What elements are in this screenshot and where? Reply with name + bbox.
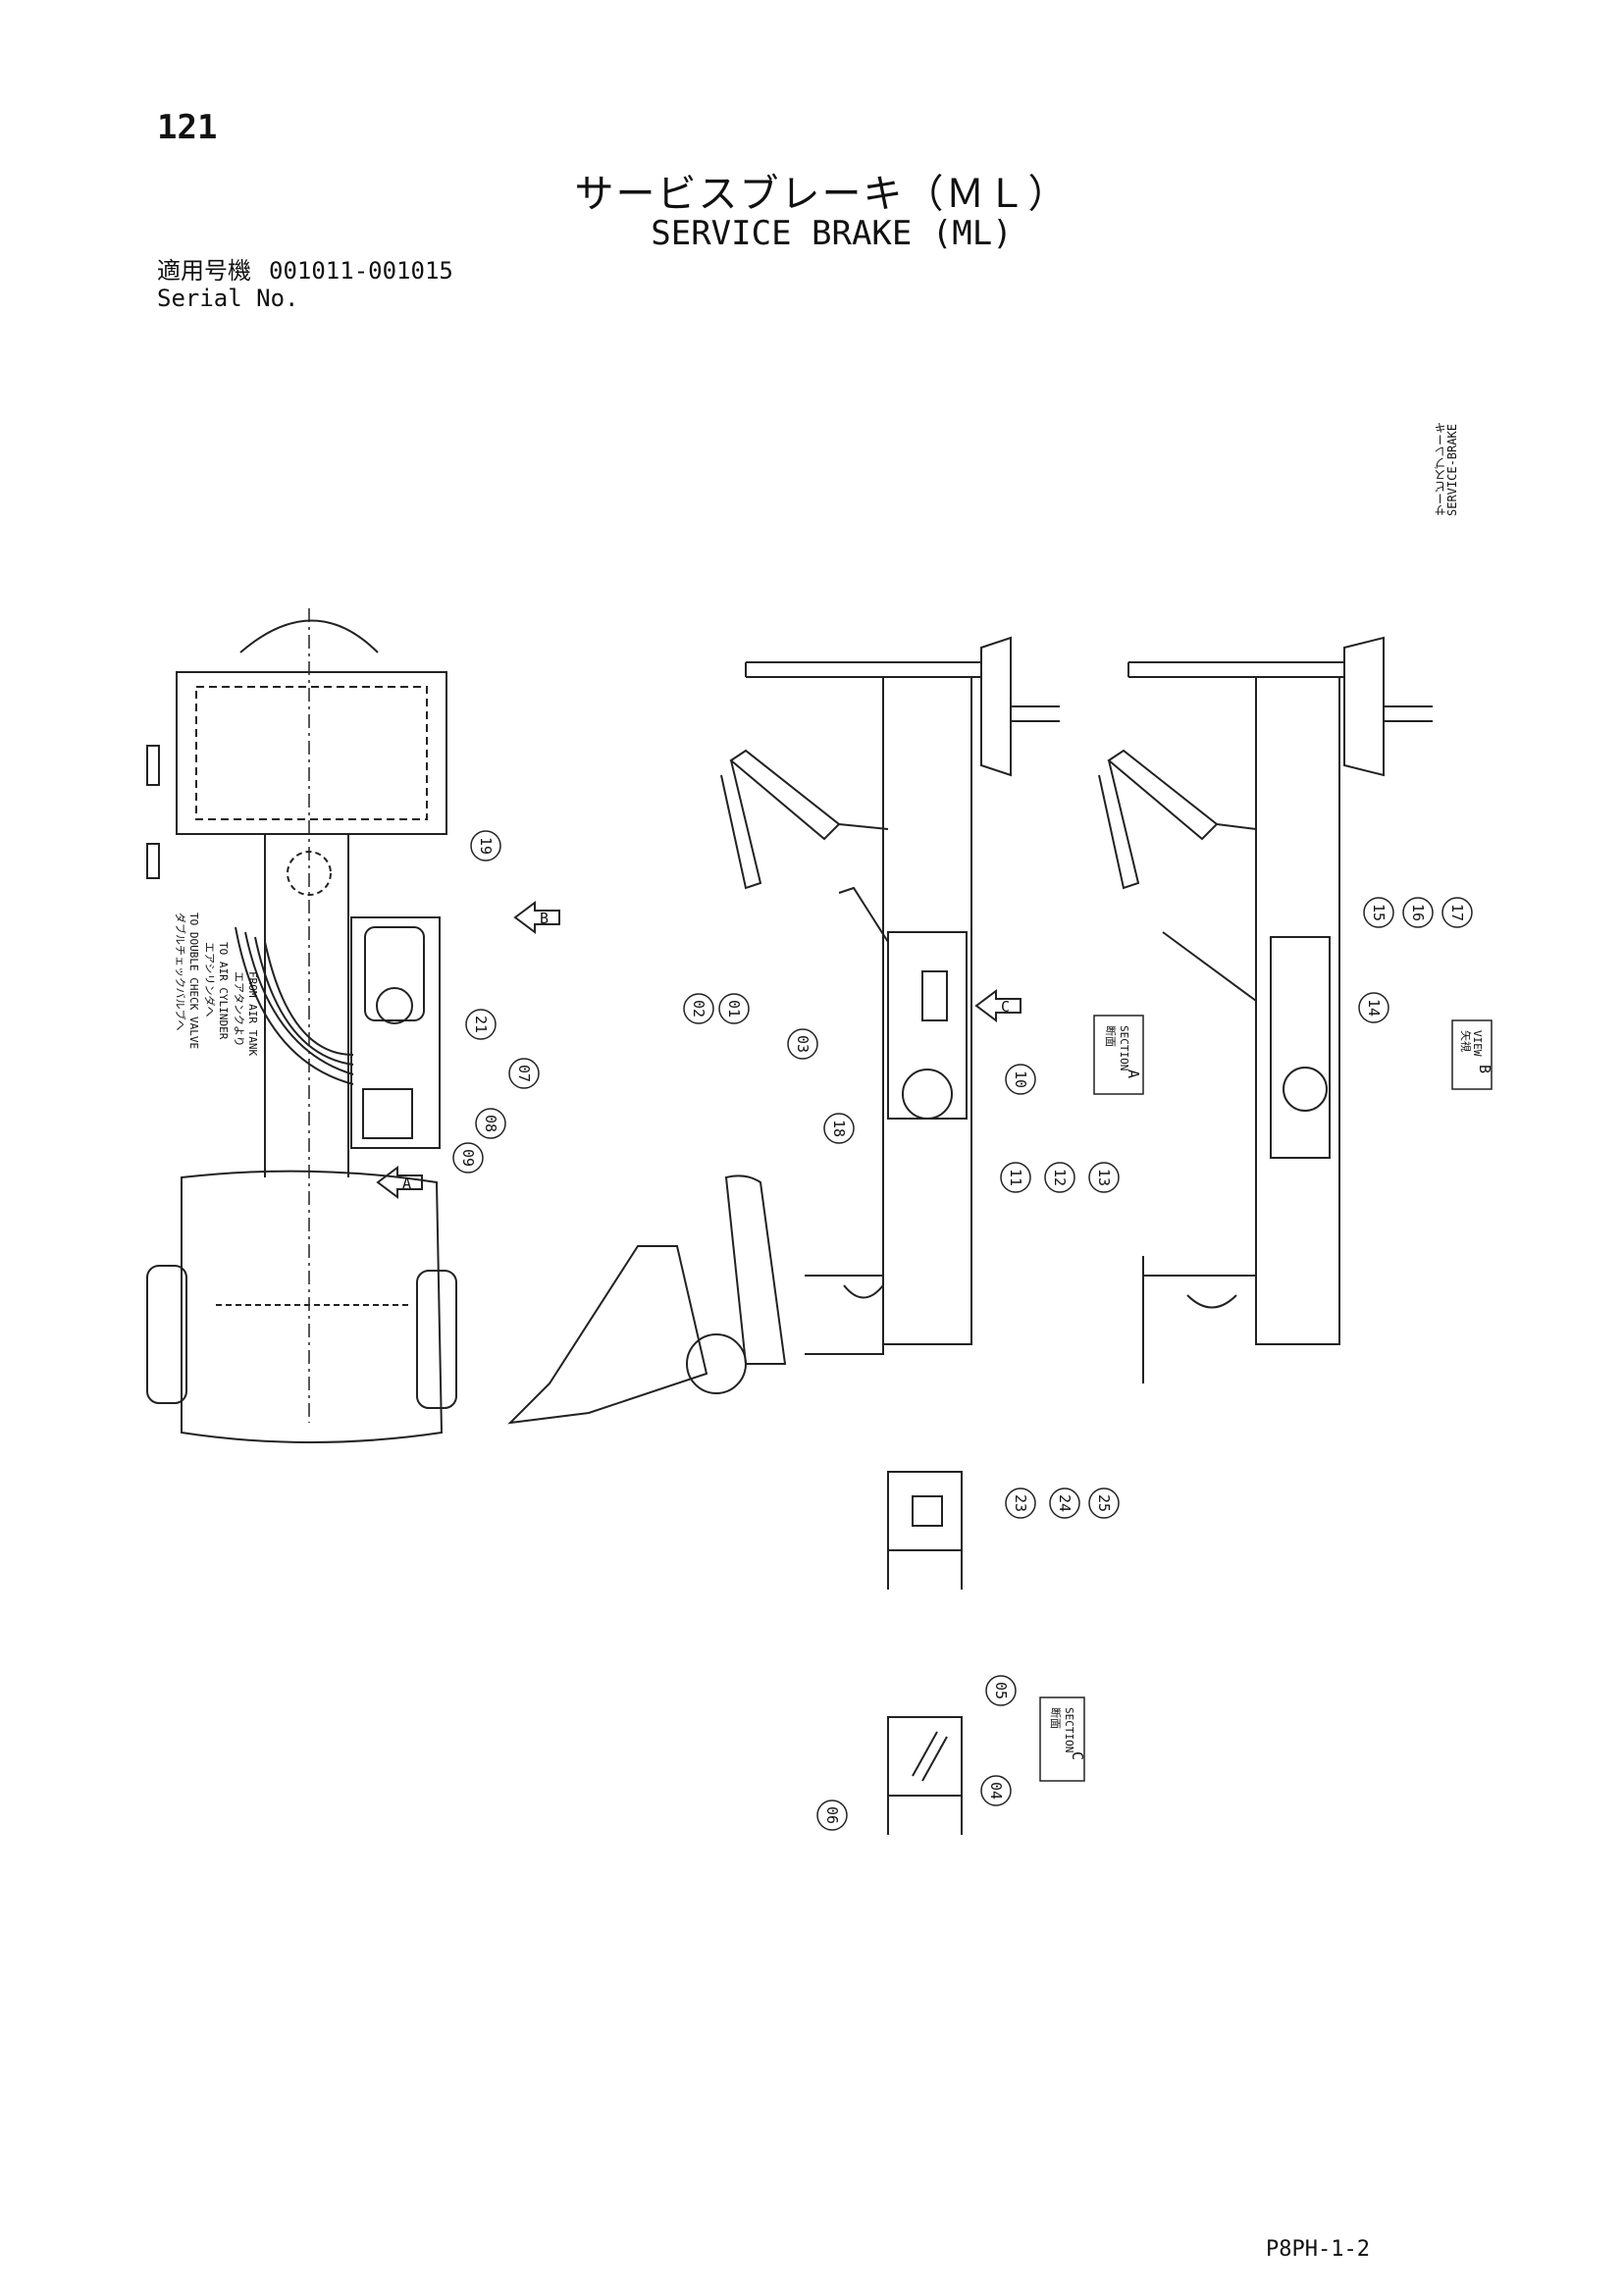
section-a-jp: 断面 bbox=[1104, 1025, 1118, 1047]
view-arrow-c bbox=[974, 989, 1022, 1022]
note-air-tank-jp: エアタンクより bbox=[233, 971, 245, 1047]
view-b-en: VIEW bbox=[1471, 1030, 1484, 1057]
callout-circle-08 bbox=[475, 1108, 506, 1139]
callout-number-01: 01 bbox=[725, 1000, 743, 1018]
section-a-label: 断面 SECTION A bbox=[1093, 1015, 1144, 1095]
section-c-jp: 断面 bbox=[1049, 1707, 1063, 1729]
callout-number-12: 12 bbox=[1051, 1169, 1069, 1186]
callout-number-10: 10 bbox=[1012, 1070, 1029, 1088]
callout-bubbles: 19 21 07 08 09 02 01 03 18 10 11 12 13 15 16 17 14 23 24 25… bbox=[452, 830, 1473, 1831]
note-double-check-jp: ダブルチェックバルブへ bbox=[174, 913, 187, 1030]
callout-number-08: 08 bbox=[482, 1115, 499, 1132]
note-air-tank-en: FROM AIR TANK bbox=[246, 971, 259, 1056]
callout-number-24: 24 bbox=[1056, 1494, 1074, 1512]
serial-range: 001011-001015 bbox=[269, 257, 453, 285]
callout-number-23: 23 bbox=[1012, 1494, 1029, 1512]
callout-number-07: 07 bbox=[515, 1065, 533, 1082]
section-c-label: 断面 SECTION C bbox=[1039, 1696, 1086, 1782]
detail-23-25-drawing bbox=[887, 1471, 963, 1590]
callout-circle-25 bbox=[1088, 1487, 1120, 1519]
section-a-letter: A bbox=[1125, 1070, 1142, 1078]
callout-number-11: 11 bbox=[1007, 1169, 1024, 1186]
callout-circle-02 bbox=[683, 993, 714, 1024]
callout-number-19: 19 bbox=[477, 837, 495, 855]
callout-number-21: 21 bbox=[472, 1016, 490, 1033]
callout-circle-07 bbox=[508, 1058, 540, 1089]
callout-number-02: 02 bbox=[690, 1000, 707, 1018]
callout-circle-01 bbox=[718, 993, 750, 1024]
plan-view-drawing bbox=[146, 608, 457, 1443]
callout-number-09: 09 bbox=[459, 1149, 477, 1167]
view-arrow-b bbox=[513, 901, 560, 934]
serial-number-block: 適用号機 001011-001015 Serial No. bbox=[157, 257, 471, 312]
callout-number-13: 13 bbox=[1095, 1169, 1113, 1186]
view-b-letter: B bbox=[1476, 1065, 1493, 1073]
callout-circle-04 bbox=[980, 1775, 1012, 1806]
callout-number-18: 18 bbox=[830, 1120, 848, 1137]
callout-number-25: 25 bbox=[1095, 1494, 1113, 1512]
detail-c-drawing bbox=[887, 1716, 963, 1835]
page-title-japanese: サービスブレーキ（ＭＬ） bbox=[574, 172, 1070, 217]
view-arrow-c-letter: C bbox=[1001, 998, 1010, 1016]
side-view-drawing bbox=[507, 636, 1060, 1425]
callout-circle-11 bbox=[1000, 1162, 1031, 1193]
callout-circle-18 bbox=[823, 1113, 855, 1144]
callout-number-15: 15 bbox=[1370, 904, 1388, 921]
view-b-drawing bbox=[1098, 636, 1433, 1383]
section-a-en: SECTION bbox=[1118, 1025, 1130, 1070]
callout-number-05: 05 bbox=[992, 1682, 1010, 1699]
serial-label-english: Serial No. bbox=[157, 285, 299, 312]
left-routing-notes: ダブルチェックバルブへ TO DOUBLE CHECK VALVE エアシリンダ… bbox=[174, 913, 259, 1056]
note-double-check-en: TO DOUBLE CHECK VALVE bbox=[187, 913, 200, 1049]
callout-circle-19 bbox=[470, 830, 501, 861]
note-air-cylinder-jp: エアシリンダへ bbox=[203, 942, 217, 1018]
callout-circle-05 bbox=[985, 1675, 1017, 1706]
page-number: 121 bbox=[157, 108, 218, 147]
callout-circle-10 bbox=[1005, 1064, 1036, 1095]
callout-circle-06 bbox=[816, 1800, 848, 1831]
callout-circle-21 bbox=[465, 1009, 497, 1040]
callout-circle-17 bbox=[1441, 897, 1473, 928]
callout-circle-15 bbox=[1363, 897, 1394, 928]
drawing-code: P8PH-1-2 bbox=[1266, 2237, 1370, 2262]
note-air-cylinder-en: TO AIR CYLINDER bbox=[217, 942, 230, 1040]
callout-circle-03 bbox=[787, 1028, 818, 1060]
section-c-en: SECTION bbox=[1063, 1707, 1075, 1752]
callout-circle-13 bbox=[1088, 1162, 1120, 1193]
callout-circle-23 bbox=[1005, 1487, 1036, 1519]
callout-circle-12 bbox=[1044, 1162, 1075, 1193]
view-b-label: 矢視 VIEW B bbox=[1451, 1019, 1493, 1090]
serial-label-japanese: 適用号機 bbox=[157, 257, 251, 285]
callout-number-06: 06 bbox=[823, 1806, 841, 1824]
callout-circle-24 bbox=[1049, 1487, 1080, 1519]
callout-number-17: 17 bbox=[1448, 904, 1466, 921]
view-arrow-a-letter: A bbox=[402, 1174, 411, 1192]
callout-circle-16 bbox=[1402, 897, 1434, 928]
view-arrow-b-letter: B bbox=[540, 910, 549, 927]
callout-circle-14 bbox=[1358, 992, 1389, 1023]
section-c-letter: C bbox=[1069, 1751, 1086, 1760]
callout-circle-09 bbox=[452, 1142, 484, 1174]
callout-number-16: 16 bbox=[1409, 904, 1427, 921]
callout-number-14: 14 bbox=[1365, 999, 1383, 1017]
view-b-jp: 矢視 bbox=[1459, 1030, 1473, 1052]
callout-number-03: 03 bbox=[794, 1035, 812, 1053]
view-arrow-a bbox=[376, 1166, 423, 1199]
callout-number-04: 04 bbox=[987, 1782, 1005, 1800]
page-title-english: SERVICE BRAKE (ML) bbox=[651, 214, 1013, 253]
